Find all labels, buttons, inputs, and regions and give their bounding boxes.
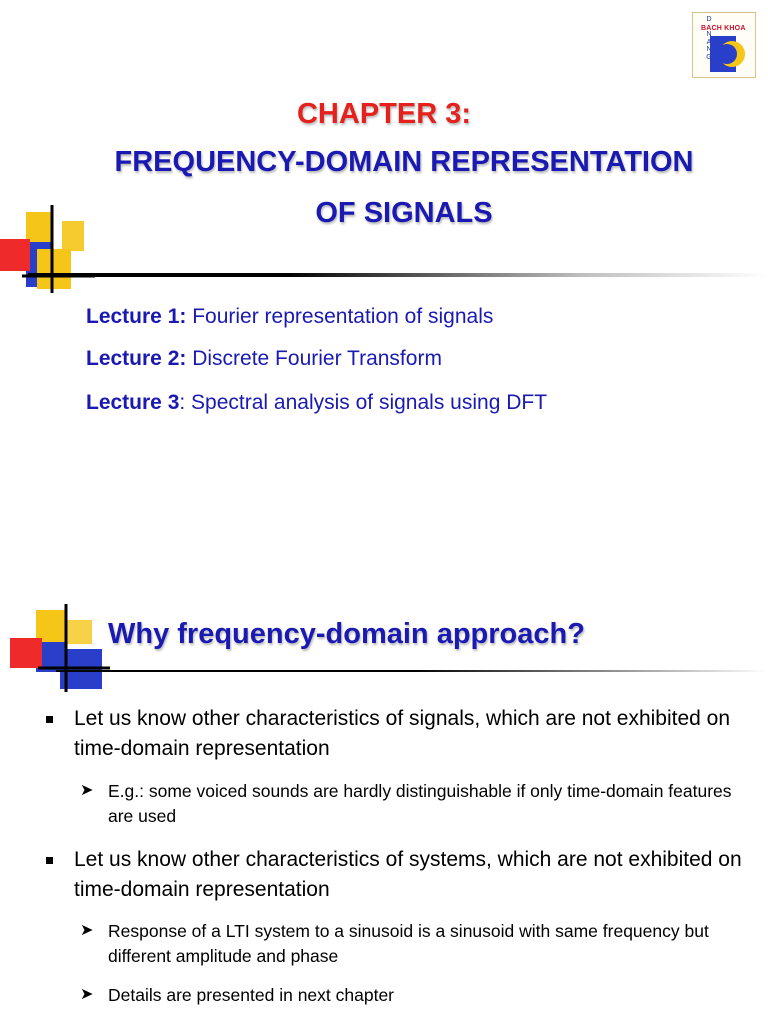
bullet-marker [46, 857, 53, 864]
lecture-3-label: Lecture 3 [86, 391, 180, 414]
arrow-bullet-icon: ➤ [80, 782, 94, 799]
lecture-item-2: Lecture 2: Discrete Fourier Transform [86, 347, 442, 371]
slide-title-divider [56, 670, 768, 672]
lecture-2-text: Discrete Fourier Transform [186, 347, 442, 370]
sub-bullet-2-2: Details are presented in next chapter [108, 985, 394, 1005]
logo-vertical-letters: D N A N G [706, 16, 712, 61]
arrow-bullet-icon: ➤ [80, 922, 94, 939]
lecture-1-label: Lecture 1: [86, 305, 187, 328]
bullet-marker [46, 716, 53, 723]
university-logo: D N A N G BACH KHOA [692, 12, 756, 78]
sub-bullet-2-1: Response of a LTI system to a sinusoid i… [108, 921, 709, 966]
lecture-item-1: Lecture 1: Fourier representation of sig… [86, 305, 493, 329]
logo-wordmark: BACH KHOA [701, 25, 746, 32]
slide-title: Why frequency-domain approach? [108, 618, 585, 650]
bullet-text-2: Let us know other characteristics of sys… [74, 848, 742, 901]
lecture-3-text: : Spectral analysis of signals using DFT [179, 391, 548, 414]
lecture-item-3: Lecture 3: Spectral analysis of signals … [86, 391, 547, 415]
chapter-title-line-2: OF SIGNALS [315, 197, 493, 229]
chapter-title-line-1: FREQUENCY-DOMAIN REPRESENTATION [114, 146, 694, 178]
lecture-1-text: Fourier representation of signals [186, 305, 494, 328]
logo-mark-icon [710, 36, 745, 72]
chapter-heading: CHAPTER 3: [296, 98, 471, 130]
arrow-bullet-icon: ➤ [80, 986, 94, 1003]
lecture-2-label: Lecture 2: [86, 347, 187, 370]
title-divider [28, 273, 768, 277]
decorative-squares-bottom [10, 604, 110, 692]
sub-bullet-1-1: E.g.: some voiced sounds are hardly dist… [108, 781, 732, 826]
bullet-text-1: Let us know other characteristics of sig… [74, 707, 731, 760]
